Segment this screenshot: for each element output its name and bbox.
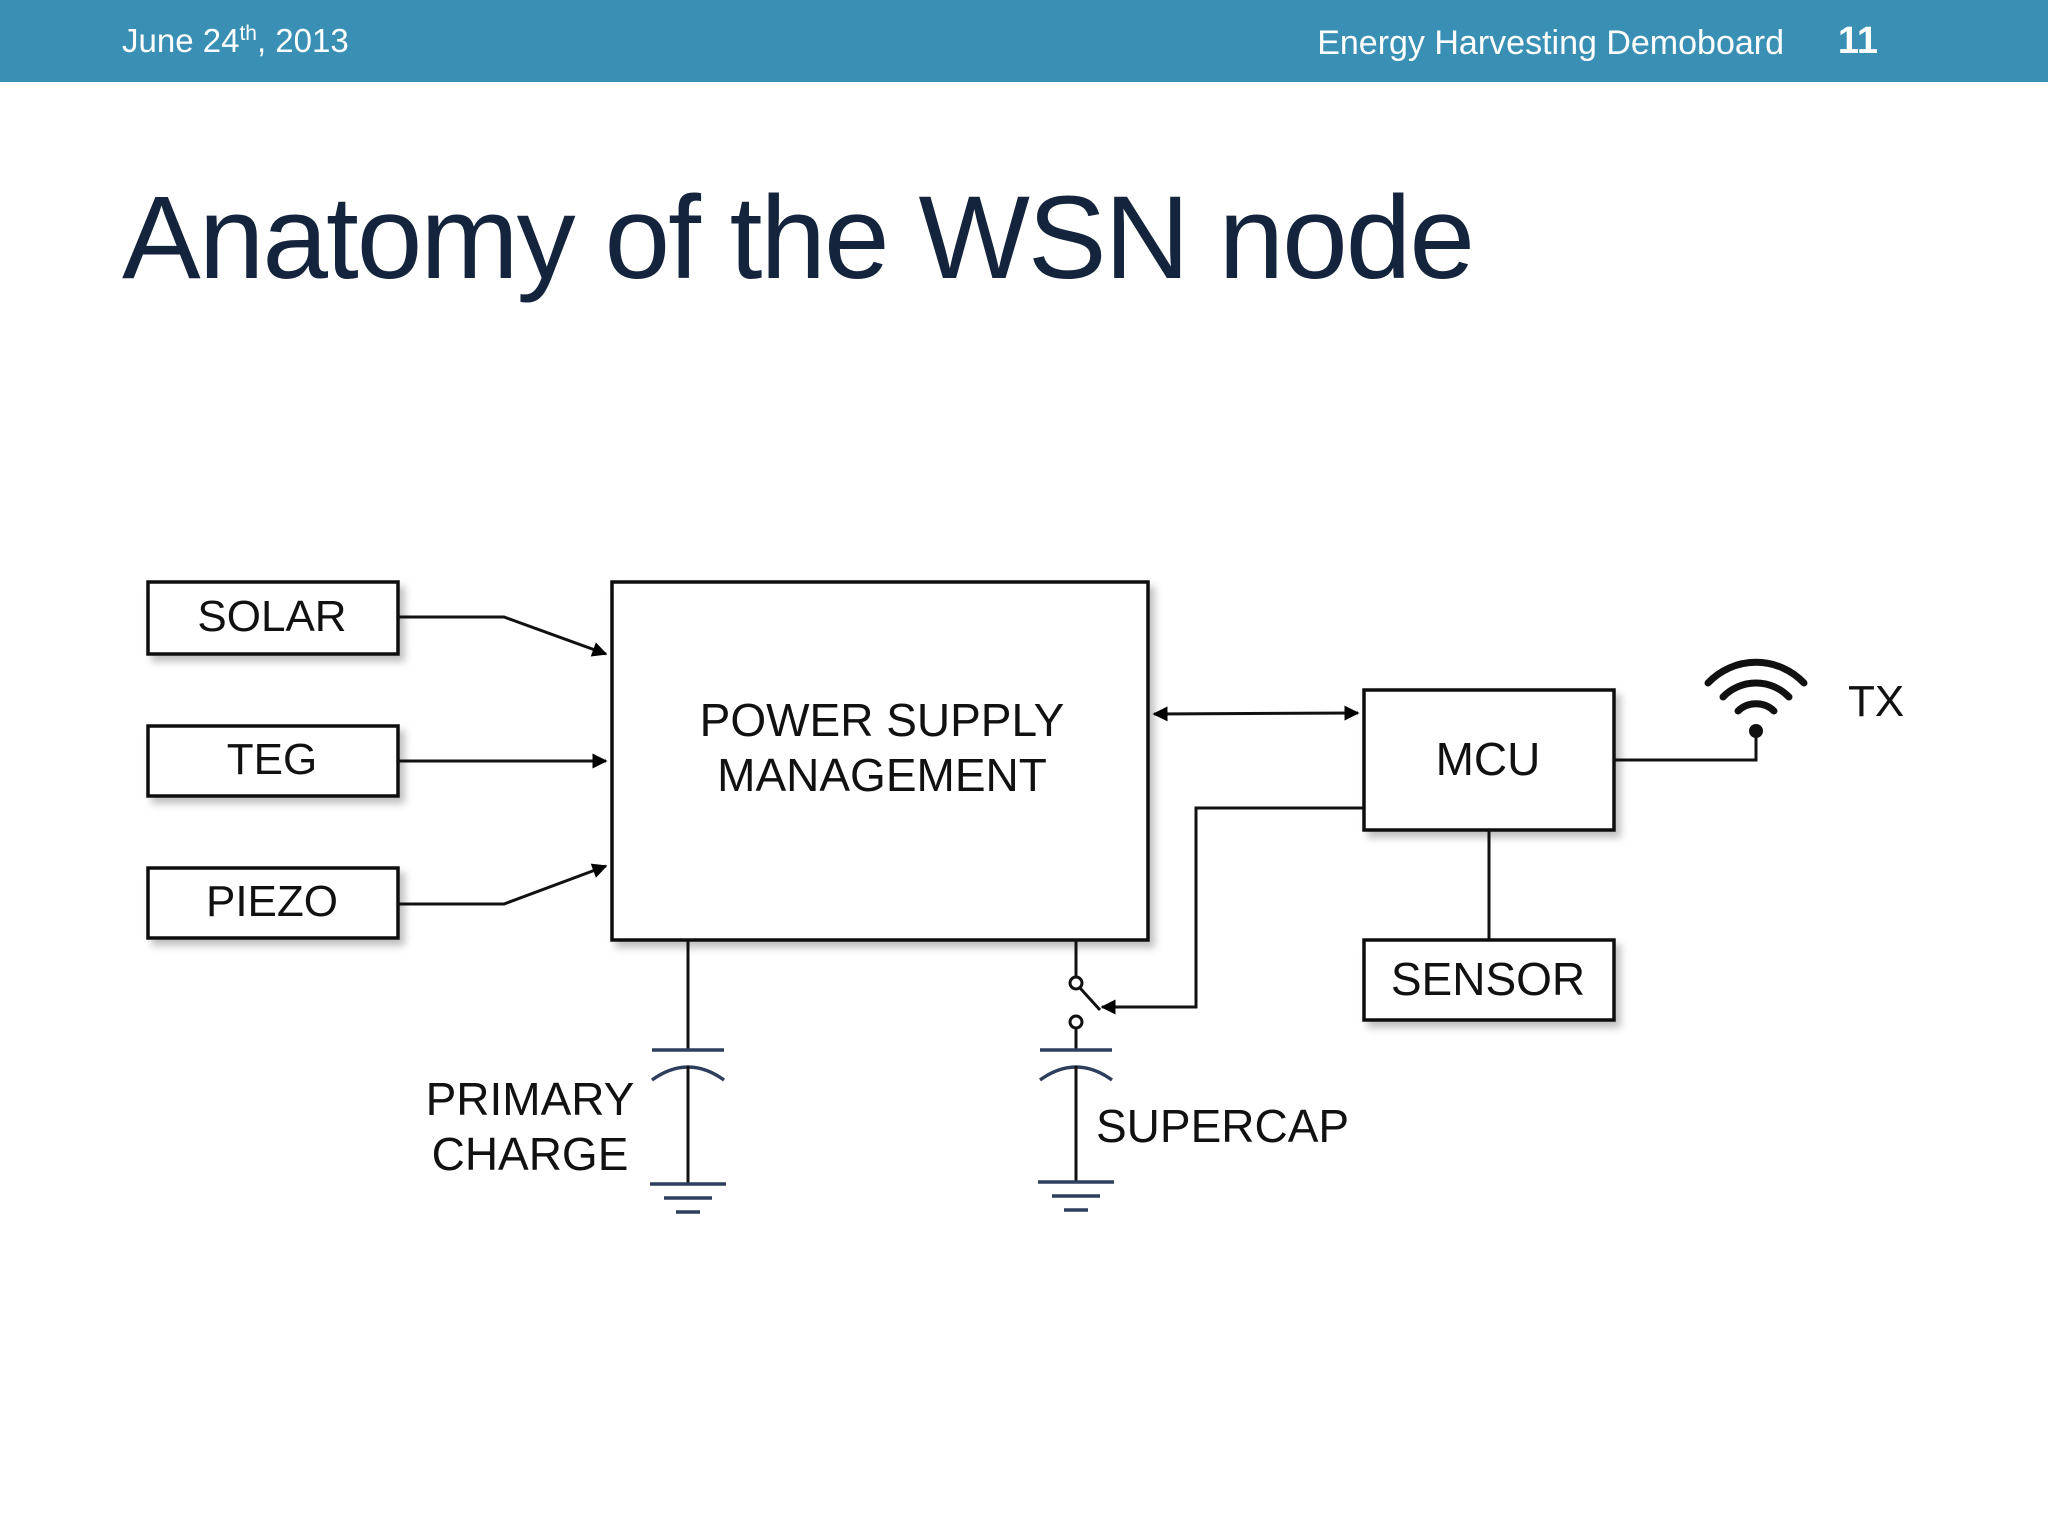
slide-date: June 24th, 2013 (122, 22, 349, 59)
power-supply-management-box: POWER SUPPLY MANAGEMENT (610, 580, 1150, 942)
deck-title: Energy Harvesting Demoboard (1317, 24, 1784, 62)
wifi-icon (1704, 658, 1808, 738)
ground-icon-primary (650, 1182, 726, 1214)
psm-label-line2: MANAGEMENT (717, 749, 1047, 801)
primary-label-line1: PRIMARY (426, 1073, 635, 1125)
source-box-piezo: PIEZO (146, 866, 400, 940)
source-box-solar: SOLAR (146, 580, 400, 656)
source-box-teg: TEG (146, 724, 400, 798)
supercap-label: SUPERCAP (1096, 1100, 1349, 1152)
mcu-switch-control (1100, 806, 1364, 1015)
source-label-piezo: PIEZO (206, 877, 338, 926)
psm-mcu-arrow (1152, 705, 1360, 722)
switch-icon (1068, 975, 1102, 1030)
primary-label-line2: CHARGE (432, 1128, 629, 1180)
mcu-box: MCU (1362, 688, 1616, 832)
mcu-label: MCU (1436, 733, 1541, 785)
sensor-box: SENSOR (1362, 938, 1616, 1022)
psm-label-line1: POWER SUPPLY (700, 694, 1065, 746)
page-number: 11 (1837, 20, 1878, 62)
piezo-arrow (398, 863, 608, 906)
sensor-label: SENSOR (1391, 953, 1585, 1005)
mcu-tx-line (1614, 732, 1758, 762)
slide-title: Anatomy of the WSN node (122, 172, 1475, 304)
tx-label: TX (1848, 677, 1904, 726)
source-label-teg: TEG (227, 735, 317, 784)
solar-arrow (398, 615, 608, 657)
ground-icon-supercap (1038, 1180, 1114, 1212)
source-label-solar: SOLAR (197, 592, 346, 641)
header-bar: June 24th, 2013 Energy Harvesting Demobo… (0, 0, 2048, 82)
